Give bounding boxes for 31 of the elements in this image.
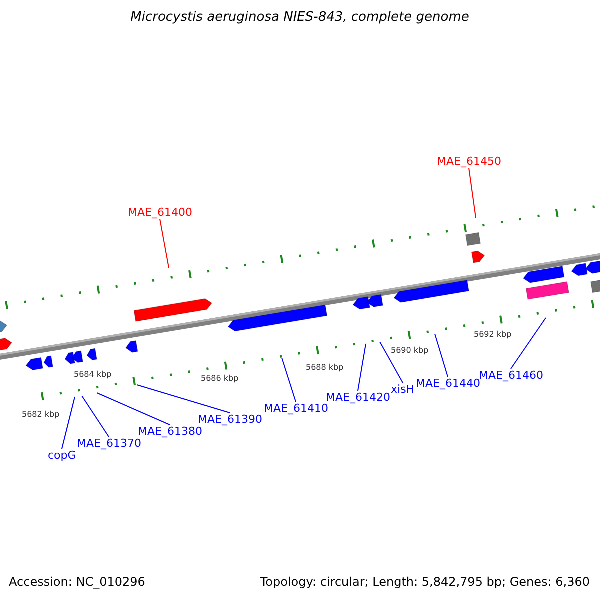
leader-line <box>82 396 110 438</box>
gene-label: MAE_61420 <box>326 392 390 403</box>
leader-line <box>96 392 170 426</box>
scale-label: 5688 kbp <box>306 364 344 372</box>
footer-text: Topology: circular; Length: 5,842,795 bp; Genes: 6,360 <box>260 576 590 588</box>
gene-label: MAE_61460 <box>479 370 544 381</box>
leader-line <box>380 342 404 384</box>
leader-line <box>160 218 170 268</box>
leader-line <box>358 344 366 392</box>
gene-label: MAE_61380 <box>138 426 202 437</box>
leader-line <box>62 396 76 450</box>
leader-line <box>136 384 230 414</box>
leader-line <box>510 318 546 370</box>
gene-label: MAE_61370 <box>77 438 142 449</box>
gene-label: MAE_61440 <box>416 378 480 389</box>
gene-label: xisH <box>391 384 415 395</box>
gene-label: MAE_61400 <box>128 207 192 218</box>
gene-label: MAE_61450 <box>437 156 502 167</box>
scale-label: 5690 kbp <box>391 347 429 355</box>
scale-label: 5684 kbp <box>74 371 112 379</box>
title: Microcystis aeruginosa NIES-843, complete genome <box>130 11 470 24</box>
scale-label: 5686 kbp <box>201 375 239 383</box>
footer-text: Accession: NC_010296 <box>9 576 146 588</box>
gene-label: MAE_61410 <box>264 403 328 414</box>
gene-label: copG <box>48 450 76 461</box>
gene-label: MAE_61390 <box>198 414 262 425</box>
scale-label: 5692 kbp <box>474 331 512 339</box>
leader-line <box>468 168 476 218</box>
scale-label: 5682 kbp <box>22 411 60 419</box>
leader-line <box>282 358 296 402</box>
leader-line <box>434 334 448 378</box>
